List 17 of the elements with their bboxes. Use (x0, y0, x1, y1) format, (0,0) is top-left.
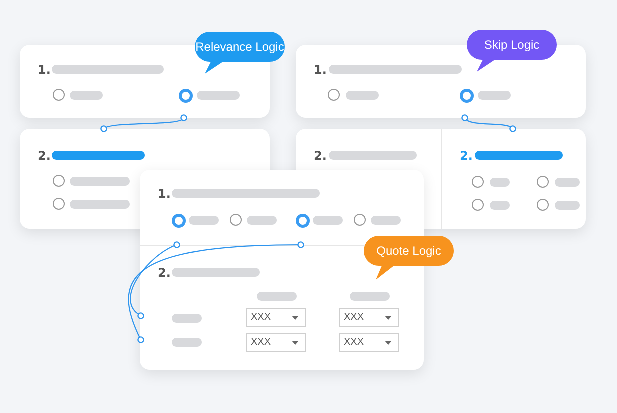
question-number: 1. (158, 187, 171, 201)
question-number: 1. (314, 63, 327, 77)
dropdown-select: XXX (246, 333, 306, 352)
question-number: 2. (158, 266, 171, 280)
dropdown-select: XXX (339, 308, 399, 327)
question-number: 2. (314, 149, 327, 163)
dropdown-select: XXX (339, 333, 399, 352)
connector-line (462, 114, 516, 132)
logic-tooltip: Quote Logic (364, 236, 454, 280)
question-number: 1. (38, 63, 51, 77)
connector-line (130, 242, 180, 320)
dropdown-select: XXX (246, 308, 306, 327)
connector-line (100, 114, 188, 132)
connector-line (128, 242, 304, 344)
logic-tooltip: Skip Logic (467, 30, 557, 72)
question-number: 2. (460, 149, 473, 163)
question-number: 2. (38, 149, 51, 163)
